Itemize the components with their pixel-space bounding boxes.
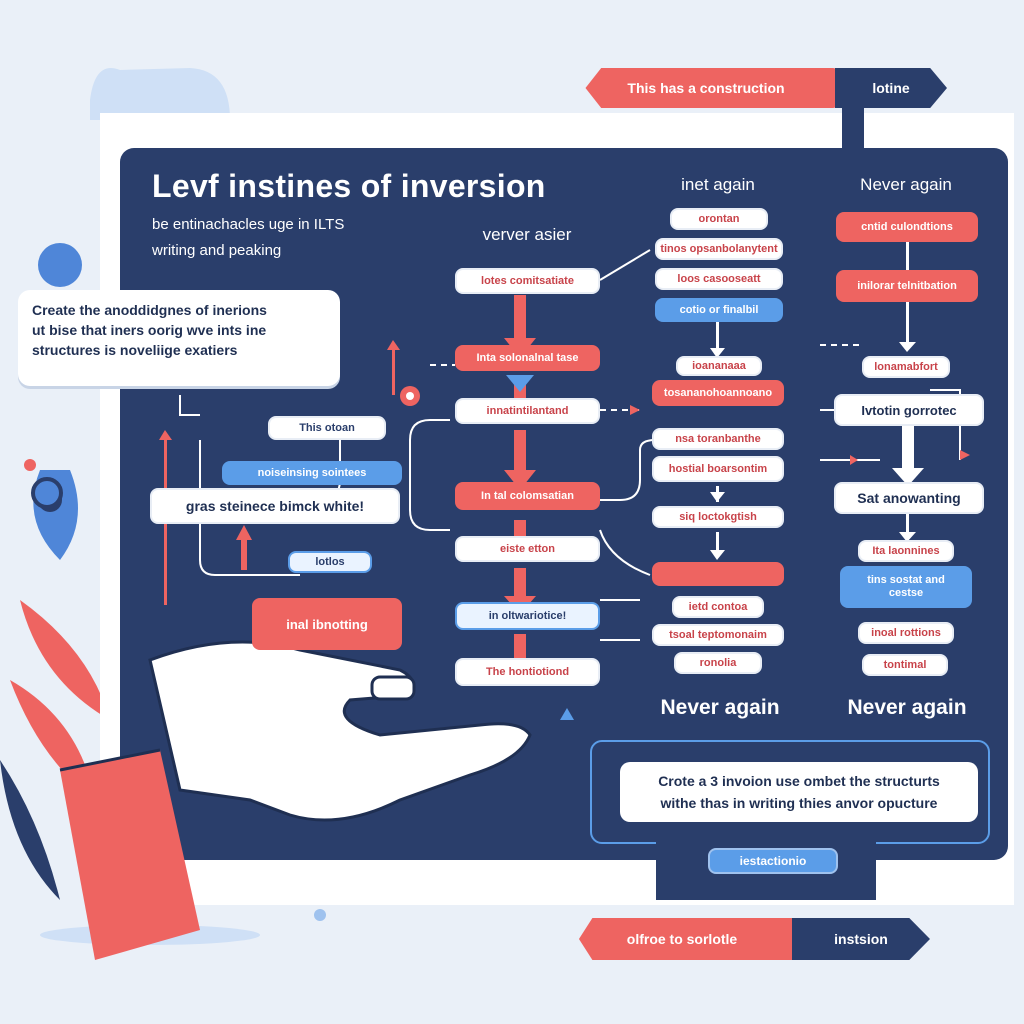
- left-flow-red-label: inal ibnotting: [252, 598, 402, 650]
- blue-dot-decor: [38, 243, 82, 287]
- connector-mid-3: [599, 529, 651, 576]
- col1-arrow: [504, 295, 536, 658]
- col2-item-3: loos casooseatt: [655, 268, 783, 290]
- small-dot-decor: [24, 459, 36, 471]
- col2-item-6: tosananohoannoano: [652, 380, 784, 406]
- connector-mid-1: [409, 419, 450, 531]
- col3-item-2: inilorar telnitbation: [836, 270, 978, 302]
- hand-illustration: [59, 640, 532, 960]
- left-flow-small-label: lotlos: [288, 551, 372, 573]
- panel-subtitle: be entinachacles uge in ILTS writing and…: [152, 212, 344, 264]
- col1-item-4: In tal colomsatian: [455, 482, 600, 510]
- col2-item-12: tsoal teptomonaim: [652, 624, 784, 646]
- col1-item-7: The hontiotiond: [455, 658, 600, 686]
- col2-item-4: cotio or finalbil: [655, 298, 783, 322]
- col2-item-10: [652, 562, 784, 586]
- col3-arrows: [892, 240, 924, 542]
- bottom-banner-left: olfroe to sorlotle: [578, 918, 794, 960]
- sleeve: [60, 750, 200, 960]
- top-banner-stem: [842, 108, 864, 150]
- bubble-decor: [314, 909, 326, 921]
- col1-item-5: eiste etton: [455, 536, 600, 562]
- top-banner-right: lotine: [835, 68, 947, 108]
- left-flow-statement: gras steinece bimck white!: [150, 488, 400, 524]
- column-2-footer: Never again: [660, 696, 780, 719]
- col3-item-3: lonamabfort: [862, 356, 950, 378]
- col3-item-6: Ita laonnines: [858, 540, 954, 562]
- column-1-heading: verver asier: [482, 225, 572, 244]
- col2-item-5: ioananaaa: [676, 356, 762, 376]
- bottom-banner-right: instsion: [792, 918, 930, 960]
- cta-line-2: withe thas in writing thies anvor opuctu…: [660, 795, 938, 811]
- col2-item-9: siq loctokgtish: [652, 506, 784, 528]
- connector-right-2: [930, 389, 961, 460]
- col3-item-9: tontimal: [862, 654, 948, 676]
- col3-item-7: tins sostat and cestse: [840, 566, 972, 608]
- col2-item-2: tinos opsanbolanytent: [655, 238, 783, 260]
- col3-item-8: inoal rottions: [858, 622, 954, 644]
- cta-button[interactable]: iestactionio: [708, 848, 838, 874]
- connector-mid-2: [600, 439, 656, 501]
- column-3-footer: Never again: [847, 696, 967, 719]
- col2-item-13: ronolia: [674, 652, 762, 674]
- side-node: [31, 477, 63, 509]
- note-line-3: structures is noveliige exatiers: [32, 342, 238, 358]
- subtitle-line-1: be entinachacles uge in ILTS: [152, 216, 345, 233]
- plant-leaf-navy: [0, 760, 60, 900]
- col3-item-1: cntid culondtions: [836, 212, 978, 242]
- col1-item-2: Inta solonalnal tase: [455, 345, 600, 371]
- left-flow-blue-label: noiseinsing sointees: [222, 461, 402, 485]
- col3-item-4: Ivtotin gorrotec: [834, 394, 984, 426]
- panel-title: Levf instines of inversion: [152, 168, 546, 204]
- cloud-shape: [90, 68, 230, 120]
- col3-item-5: Sat anowanting: [834, 482, 984, 514]
- col1-item-6: in oltwariotice!: [455, 602, 600, 630]
- up-arrow-small: [560, 708, 574, 720]
- connector-left-2: [199, 440, 300, 576]
- col2-item-1: orontan: [670, 208, 768, 230]
- instruction-note: Create the anoddidgnes of inerions ut bi…: [18, 290, 340, 386]
- column-3-heading: Never again: [860, 175, 952, 194]
- plant-leaf-red: [20, 600, 110, 720]
- col2-item-7: nsa toranbanthe: [652, 428, 784, 450]
- col1-item-3: innatintilantand: [455, 398, 600, 424]
- col1-item-1: lotes comitsatiate: [455, 268, 600, 294]
- connector-left-top: [179, 395, 200, 416]
- left-flow-top-label: This otoan: [268, 416, 386, 440]
- column-2-heading: inet again: [681, 175, 755, 194]
- cta-line-1: Crote a 3 invoion use ombet the structur…: [658, 773, 940, 789]
- col2-item-11: ietd contoa: [672, 596, 764, 618]
- subtitle-line-2: writing and peaking: [152, 242, 282, 259]
- note-line-2: ut bise that iners oorig wve ints ine: [32, 322, 267, 338]
- note-line-1: Create the anoddidgnes of inerions: [32, 302, 267, 318]
- col2-item-8: hostial boarsontim: [652, 456, 784, 482]
- cta-text-box: Crote a 3 invoion use ombet the structur…: [620, 762, 978, 822]
- col2-arrows: [710, 322, 725, 560]
- connector-c1-c2: [599, 249, 651, 281]
- top-banner-left: This has a construction: [585, 68, 837, 108]
